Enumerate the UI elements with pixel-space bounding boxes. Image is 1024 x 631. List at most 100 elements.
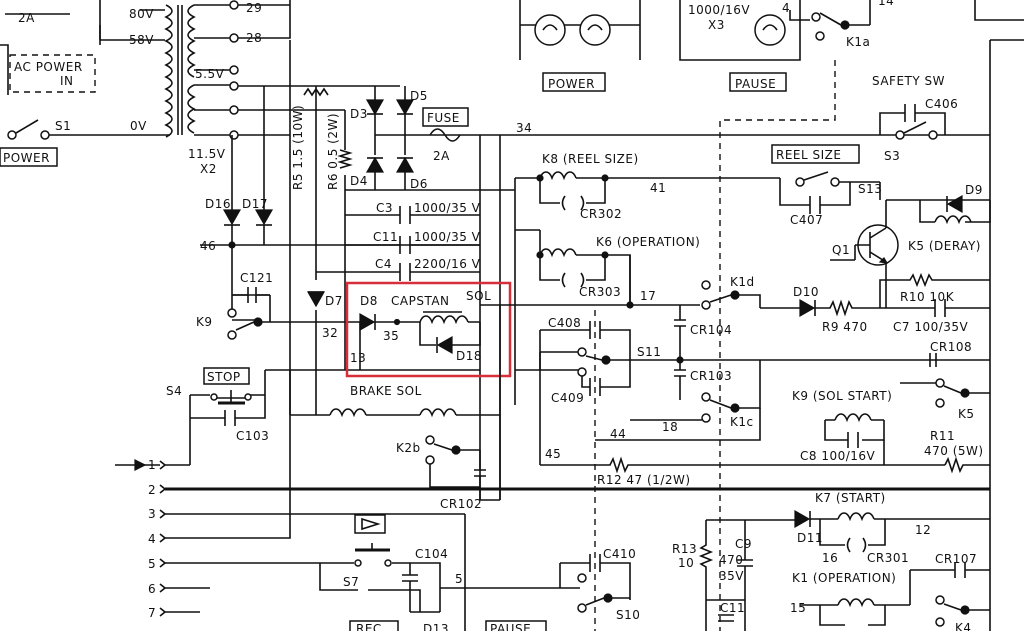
c407-label: C407 xyxy=(790,213,823,227)
x3-label: X3 xyxy=(708,18,725,32)
d7-diode xyxy=(306,291,326,308)
k5-deray-label: K5 (DERAY) xyxy=(908,239,981,253)
d9-label: D9 xyxy=(965,183,983,197)
c7-label: C7 100/35V xyxy=(893,320,969,334)
r5-label: R5 1.5 (10W) xyxy=(291,105,305,190)
rec-label: REC xyxy=(356,622,382,631)
fuse-2a-label: 2A xyxy=(433,149,450,163)
s3-label: S3 xyxy=(884,149,900,163)
bus-4-label: 4 xyxy=(148,532,156,546)
k6-operation-relay xyxy=(480,229,700,309)
lamp-pause-label: PAUSE xyxy=(735,77,776,91)
k1-operation-relay xyxy=(800,562,990,627)
c9-voltage: 35V xyxy=(719,569,744,583)
k7-start-label: K7 (START) xyxy=(815,491,886,505)
k5-label: K5 xyxy=(958,407,975,421)
k1-contacts xyxy=(630,280,990,423)
c406-label: C406 xyxy=(925,97,958,111)
c104-label: C104 xyxy=(415,547,448,561)
power-switch-s1 xyxy=(0,119,100,167)
lamp-power-label: POWER xyxy=(548,77,595,91)
k1c-label: K1c xyxy=(730,415,754,429)
s13-label: S13 xyxy=(858,182,882,196)
bus-3-label: 3 xyxy=(148,507,156,521)
r12-label: R12 47 (1/2W) xyxy=(597,473,691,487)
k2b-label: K2b xyxy=(396,441,421,455)
k9-sol-start-relay xyxy=(824,413,885,465)
d6-label: D6 xyxy=(410,177,428,191)
k1d-label: K1d xyxy=(730,275,755,289)
s11-label: S11 xyxy=(637,345,661,359)
node-5-label: 5 xyxy=(455,572,463,586)
k1-operation-label: K1 (OPERATION) xyxy=(792,571,896,585)
s10-switch xyxy=(559,554,631,613)
dashed-link-k1 xyxy=(719,60,836,631)
x2-label: X2 xyxy=(200,162,217,176)
tap-11-5v-label: 11.5V xyxy=(188,147,226,161)
k9-contact xyxy=(227,287,360,340)
tap-80v-label: 80V xyxy=(129,7,154,21)
c410-label: C410 xyxy=(603,547,636,561)
node-14-label: 14 xyxy=(878,0,894,8)
c103-label: C103 xyxy=(236,429,269,443)
c11b-label: C11 xyxy=(720,601,745,615)
k6-label: K6 (OPERATION) xyxy=(596,235,700,249)
transformer xyxy=(0,0,400,140)
r13-value: 10 xyxy=(678,556,694,570)
c3-label: C3 xyxy=(376,201,393,215)
capstan-label: CAPSTAN xyxy=(391,294,450,308)
cr108-contact xyxy=(929,353,937,367)
node-35-label: 35 xyxy=(383,329,399,343)
c4-value: 2200/16 V xyxy=(414,257,481,271)
node-32-label: 32 xyxy=(322,326,338,340)
d8-label: D8 xyxy=(360,294,378,308)
d7-label: D7 xyxy=(325,294,343,308)
brake-sol-label: BRAKE SOL xyxy=(350,384,422,398)
cr302-label: CR302 xyxy=(580,207,622,221)
node-28-label: 28 xyxy=(246,31,262,45)
capstan-solenoid-group xyxy=(345,311,481,371)
r11-label: R11 xyxy=(930,429,955,443)
s7-label: S7 xyxy=(343,575,359,589)
c9-value: 470 xyxy=(719,553,743,567)
c3-value: 1000/35 V xyxy=(414,201,481,215)
r9-label: R9 470 xyxy=(822,320,868,334)
d10-r9-r10-c7 xyxy=(760,272,990,318)
rectifier-section xyxy=(200,40,480,416)
k9-left-label: K9 xyxy=(196,315,213,329)
fuse-2a-top-label: 2A xyxy=(18,11,35,25)
node-17-label: 17 xyxy=(640,289,656,303)
cr108-label: CR108 xyxy=(930,340,972,354)
stop-switch-s4 xyxy=(189,367,266,465)
c121-label: C121 xyxy=(240,271,273,285)
cr303-label: CR303 xyxy=(579,285,621,299)
node-44-label: 44 xyxy=(610,427,626,441)
c9-label: C9 xyxy=(735,537,752,551)
cr107-label: CR107 xyxy=(935,552,977,566)
r11-resistor xyxy=(944,456,990,474)
cr103-label: CR103 xyxy=(690,369,732,383)
right-frame xyxy=(974,0,1024,631)
k8-label: K8 (REEL SIZE) xyxy=(542,152,639,166)
k8-reel-size-relay xyxy=(514,144,880,405)
k7-start-relay xyxy=(794,509,990,553)
highlight-box xyxy=(345,281,512,378)
node-12-label: 12 xyxy=(915,523,931,537)
indicator-lamps xyxy=(519,0,871,92)
sol-label: SOL xyxy=(466,289,491,303)
c409-label: C409 xyxy=(551,391,584,405)
k1a-label: K1a xyxy=(846,35,870,49)
c408-label: C408 xyxy=(548,316,581,330)
node-15-label: 15 xyxy=(790,601,806,615)
k5-contact xyxy=(900,378,990,408)
fuse-label: FUSE xyxy=(427,111,460,125)
d13-label: D13 xyxy=(423,622,449,631)
node-13-label: 13 xyxy=(350,351,366,365)
cr104-label: CR104 xyxy=(690,323,732,337)
node-34-label: 34 xyxy=(516,121,532,135)
bus-2-label: 2 xyxy=(148,483,156,497)
pause-button-label: PAUSE xyxy=(490,622,531,631)
safety-switch-s3 xyxy=(879,104,946,140)
d16-label: D16 xyxy=(205,197,231,211)
